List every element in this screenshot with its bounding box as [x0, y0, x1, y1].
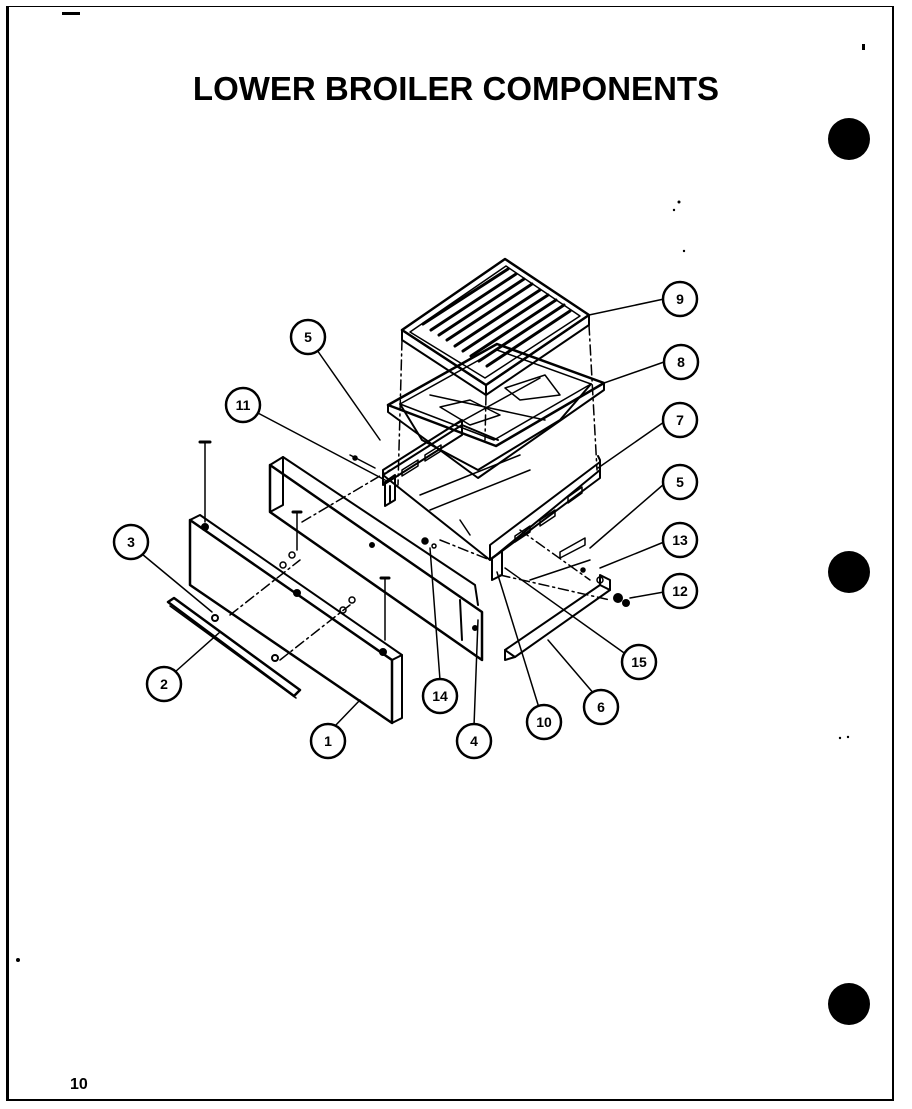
page-number: 10 [70, 1076, 88, 1093]
lower-bracket [504, 574, 611, 661]
page-border [6, 6, 894, 1101]
binder-hole-bottom [828, 983, 870, 1025]
svg-text:13: 13 [672, 532, 688, 548]
callout-5-right: 5 [661, 463, 699, 501]
nut [613, 593, 630, 607]
svg-text:5: 5 [676, 474, 684, 490]
svg-text:9: 9 [676, 291, 684, 307]
callout-6: 6 [582, 688, 620, 726]
callout-10: 10 [525, 703, 563, 741]
svg-text:8: 8 [677, 354, 685, 370]
callout-14: 14 [421, 677, 459, 715]
callouts: 9 8 7 5 13 12 [112, 280, 700, 760]
scan-specks [16, 12, 865, 962]
svg-text:6: 6 [597, 699, 605, 715]
callout-12: 12 [661, 572, 699, 610]
leader-lines [141, 298, 665, 728]
callout-7: 7 [661, 401, 699, 439]
screws [198, 440, 604, 641]
svg-text:2: 2 [160, 676, 168, 692]
callout-5-left: 5 [289, 318, 327, 356]
svg-text:10: 10 [536, 714, 552, 730]
svg-text:4: 4 [470, 733, 478, 749]
callout-13: 13 [661, 521, 699, 559]
callout-15: 15 [620, 643, 658, 681]
svg-text:1: 1 [324, 733, 332, 749]
callout-3: 3 [112, 523, 150, 561]
callout-11: 11 [224, 386, 262, 424]
callout-4: 4 [455, 722, 493, 760]
callout-2: 2 [145, 665, 183, 703]
binder-hole-top [828, 118, 870, 160]
broiler-grid [400, 257, 591, 396]
page-title: LOWER BROILER COMPONENTS [192, 70, 720, 107]
svg-text:15: 15 [631, 654, 647, 670]
callout-1: 1 [309, 722, 347, 760]
handle [166, 596, 302, 699]
svg-text:5: 5 [304, 329, 312, 345]
binder-hole-middle [828, 551, 870, 593]
svg-text:11: 11 [236, 397, 251, 413]
broiler-frame [382, 419, 601, 581]
svg-text:7: 7 [676, 412, 684, 428]
inner-panel [268, 456, 484, 662]
svg-text:12: 12 [672, 583, 688, 599]
broiler-pan [386, 342, 606, 479]
callout-9: 9 [661, 280, 699, 318]
svg-text:3: 3 [127, 534, 135, 550]
drawer-front [188, 514, 403, 725]
svg-text:14: 14 [432, 688, 448, 704]
callout-8: 8 [662, 343, 700, 381]
